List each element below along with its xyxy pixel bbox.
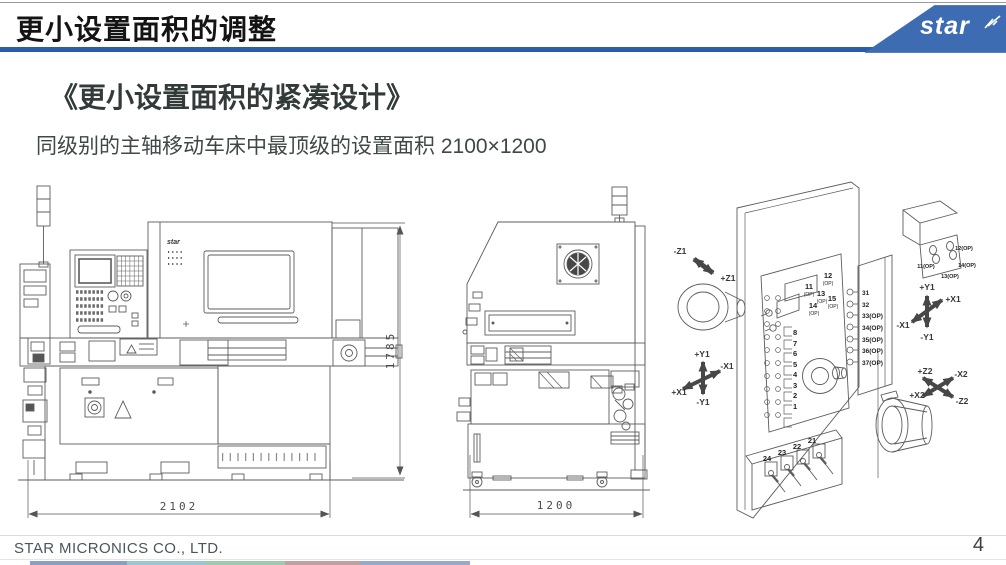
footer-company-name: STAR MICRONICS CO., LTD. [14,540,224,557]
bottom-color-strip [30,561,470,565]
axis-label: +X1 [671,387,687,397]
axis-label: +Z1 [721,273,736,283]
tool-number-label: 6 [793,349,797,358]
axis-label: +X2 [909,390,925,400]
tool-number-label: 23 [778,448,786,457]
page-number: 4 [972,534,984,556]
signal-tower [611,186,628,223]
control-panel [69,249,148,339]
tool-holes [764,295,792,428]
tool-number-label: 13 [817,289,825,298]
tool-number-label: 14 [809,301,818,310]
tool-number-label: 7 [793,339,797,348]
machine-logo-label: star [167,239,181,246]
tool-op-label: (OP) [828,304,839,310]
tool-plate [736,181,860,519]
star-logo-bird-icon [984,15,1001,29]
tool-number-label: 1 [793,402,797,411]
front-view-drawing: star 2102 1785 [18,185,405,518]
side-width-dimension: 1200 [537,499,576,512]
star-logo-text: star [920,12,970,40]
bottom-faint-line [0,559,1006,560]
axis-label: -X2 [954,369,968,379]
signal-tower [36,185,51,268]
tool-op-label: (OP) [804,292,815,298]
front-width-dimension: 2102 [160,500,199,513]
tool-number-label: 8 [793,328,797,337]
tool-number-label: 11 [805,282,813,291]
bottom-tool-block [745,429,843,511]
side-view-drawing: 1200 [456,186,650,518]
slide-subtitle: 《更小设置面积的紧凑设计》 [50,82,415,113]
tool-number-label: 15 [828,294,836,303]
axis-label: +Z2 [918,366,933,376]
tool-op-label: (OP) [817,299,828,305]
axis-label: -Z1 [674,246,687,256]
axis-label: +Y1 [919,282,935,292]
tool-number-label: 4 [793,370,798,379]
sub-spindle [875,390,933,453]
op-bracket [901,200,962,279]
tool-number-label: 22 [793,442,801,451]
tool-number-label: 24 [763,454,772,463]
tool-number-label: 34(OP) [862,325,883,332]
machine-window [203,250,295,314]
tool-number-label: 5 [793,360,797,369]
tool-number-label: 11(OP) [917,264,935,270]
tool-op-label: (OP) [809,311,820,317]
tool-number-label: 37(OP) [862,360,883,367]
axis-label: +X1 [945,294,961,304]
footer-divider [0,535,1006,536]
tool-number-label: 35(OP) [862,337,883,344]
pump-cluster [610,370,640,445]
axis-label: -Z2 [956,396,969,406]
axis-label: +Y1 [694,349,710,359]
axis-label: -X1 [720,361,734,371]
title-underline [0,47,876,52]
star-logo: star [864,5,1006,53]
slide-top-border [0,2,1006,3]
tool-number-label: 33(OP) [862,313,883,320]
tool-number-label: 14(OP) [958,263,976,269]
front-height-dimension: 1785 [384,331,397,370]
tool-number-label: 36(OP) [862,348,883,355]
axis-label: -Y1 [920,332,934,342]
tool-number-label: 13(OP) [941,274,959,280]
main-spindle [677,283,746,331]
slide-title: 更小设置面积的调整 [16,14,278,45]
turret [802,358,847,394]
tool-zone-diagram: -Z1 +Z1 +Y1 -X1 +X1 -Y1 +Y1 +X1 -X1 -Y1 … [671,181,976,519]
tool-number-label: 12(OP) [955,246,973,252]
tool-number-label: 21 [808,436,816,445]
axis-label: -Y1 [696,397,710,407]
x2-axis-arrow [921,376,955,398]
x1-right-axis-arrow [910,298,944,324]
slide-description: 同级别的主轴移动车床中最顶级的设置面积 2100×1200 [36,135,547,158]
collet-pins [846,288,858,366]
z1-axis-arrow [692,256,715,276]
tool-number-label: 31 [862,290,870,297]
tool-op-label: (OP) [823,281,834,287]
x1-left-axis-arrow [681,369,722,391]
fan-vent [556,243,600,285]
tool-number-label: 32 [862,302,870,309]
tool-number-label: 3 [793,381,797,390]
tool-number-label: 2 [793,391,797,400]
back-tool-block [857,254,893,396]
axis-label: -X1 [896,320,910,330]
tool-number-label: 12 [824,271,832,280]
